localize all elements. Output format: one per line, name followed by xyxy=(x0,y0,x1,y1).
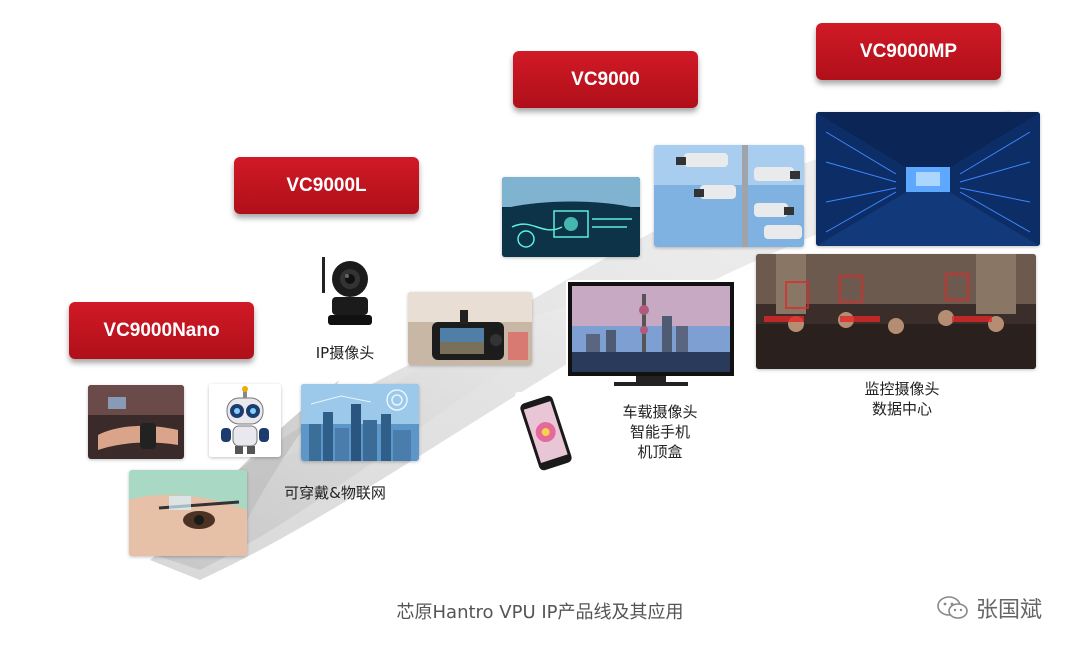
label-mid-tier-apps: 车载摄像头 智能手机 机顶盒 xyxy=(595,402,725,462)
wechat-icon xyxy=(936,594,970,622)
label-surveillance-camera: 监控摄像头 xyxy=(864,380,940,398)
photo-surveillance-cameras xyxy=(654,145,804,247)
tier-label-vc9000: VC9000 xyxy=(513,51,698,108)
photo-robot xyxy=(209,384,281,457)
photo-face-recognition xyxy=(756,254,1036,369)
label-car-camera: 车载摄像头 xyxy=(622,403,698,421)
watermark-text: 张国斌 xyxy=(975,598,1042,623)
figure-caption: 芯原Hantro VPU IP产品线及其应用 xyxy=(396,602,684,623)
photo-ip-camera xyxy=(318,249,376,329)
label-smartphone: 智能手机 xyxy=(629,423,690,441)
photo-dash-camera xyxy=(408,292,532,365)
photo-smart-ring xyxy=(88,385,184,459)
label-set-top-box: 机顶盒 xyxy=(637,443,683,461)
photo-television xyxy=(566,280,736,388)
tier-label-vc9000mp: VC9000MP xyxy=(816,23,1001,80)
watermark: 张国斌 xyxy=(936,592,1042,624)
tier-label-vc9000l: VC9000L xyxy=(234,157,419,214)
label-wearable-iot: 可穿戴&物联网 xyxy=(284,484,386,502)
photo-car-hud xyxy=(502,177,640,257)
label-ip-camera: IP摄像头 xyxy=(315,344,375,362)
photo-smart-city xyxy=(301,384,419,461)
photo-data-center xyxy=(816,112,1040,246)
photo-smartphone xyxy=(515,392,577,474)
label-data-center: 数据中心 xyxy=(871,400,932,418)
tier-label-vc9000nano: VC9000Nano xyxy=(69,302,254,359)
photo-smart-glasses xyxy=(129,470,247,556)
label-high-tier-apps: 监控摄像头 数据中心 xyxy=(842,379,962,419)
